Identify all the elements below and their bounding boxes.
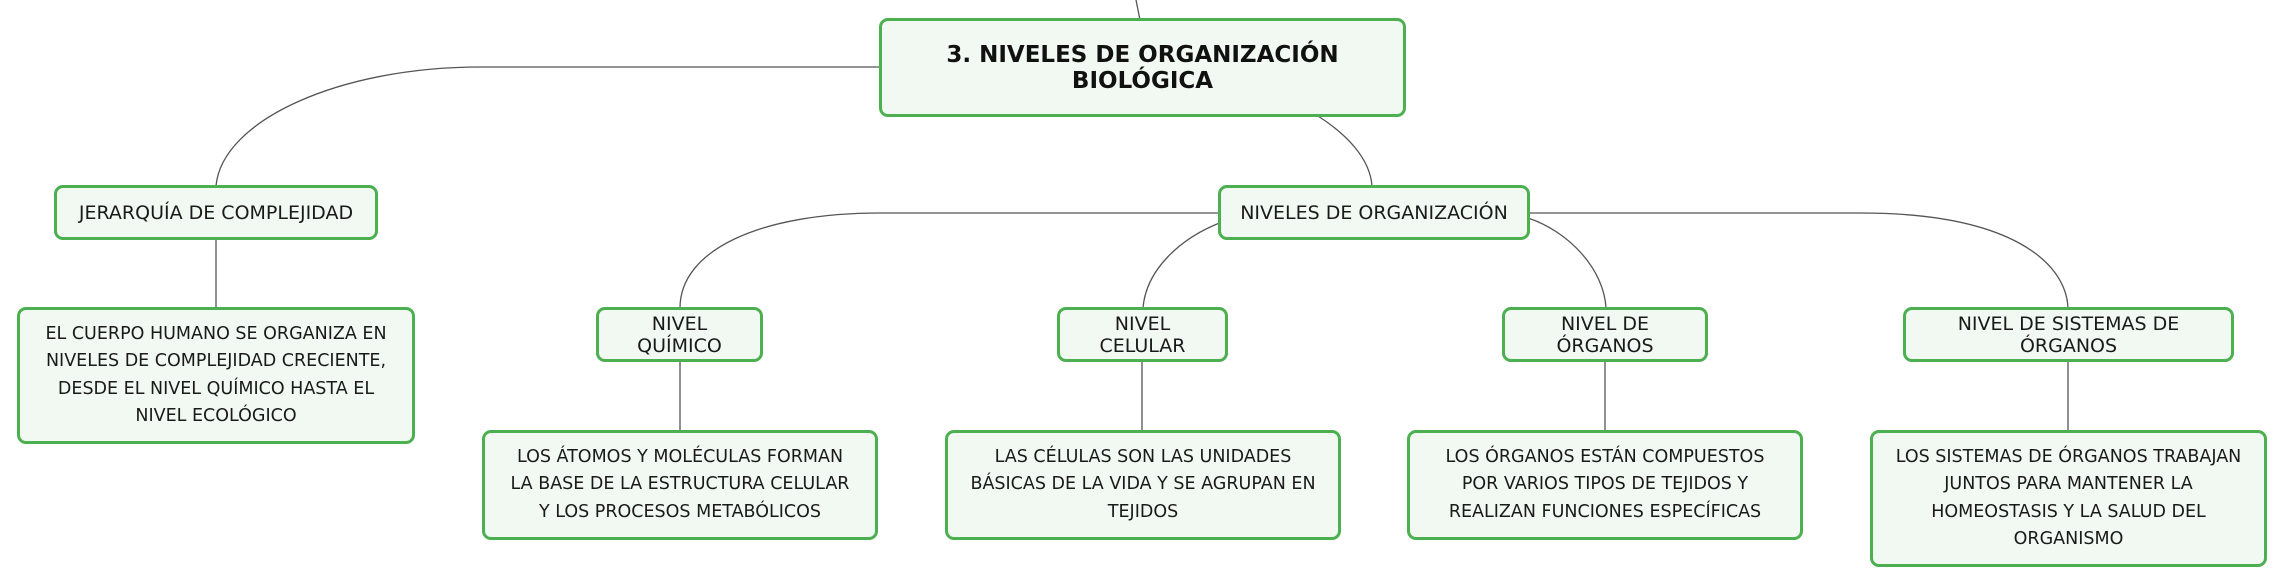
jerarquia-detail-node[interactable]: EL CUERPO HUMANO SE ORGANIZA EN NIVELES … (17, 307, 415, 444)
nivel-sistemas-detail-node[interactable]: LOS SISTEMAS DE ÓRGANOS TRABAJAN JUNTOS … (1870, 430, 2267, 567)
nivel-quimico-detail-node[interactable]: LOS ÁTOMOS Y MOLÉCULAS FORMAN LA BASE DE… (482, 430, 878, 540)
connector-niveles-to-organos (1527, 217, 1607, 309)
connector-parent-to-root (1135, 0, 1141, 21)
jerarquia-node[interactable]: JERARQUÍA DE COMPLEJIDAD (54, 185, 378, 240)
nivel-sistemas-label: NIVEL DE SISTEMAS DE ÓRGANOS (1957, 312, 2180, 357)
connector-niveles-to-sistemas (1530, 212, 2069, 309)
root-node[interactable]: 3. NIVELES DE ORGANIZACIÓN BIOLÓGICA (879, 18, 1406, 117)
niveles-node[interactable]: NIVELES DE ORGANIZACIÓN (1218, 185, 1530, 240)
niveles-node-label: NIVELES DE ORGANIZACIÓN (1240, 201, 1508, 224)
root-node-label: 3. NIVELES DE ORGANIZACIÓN BIOLÓGICA (946, 41, 1339, 94)
jerarquia-node-label: JERARQUÍA DE COMPLEJIDAD (78, 201, 354, 224)
nivel-sistemas-node[interactable]: NIVEL DE SISTEMAS DE ÓRGANOS (1903, 307, 2234, 362)
nivel-organos-label: NIVEL DE ÓRGANOS (1556, 312, 1654, 357)
connector-root-to-jerarquia (215, 66, 882, 187)
nivel-celular-detail-node[interactable]: LAS CÉLULAS SON LAS UNIDADES BÁSICAS DE … (945, 430, 1341, 540)
nivel-organos-detail-text: LOS ÓRGANOS ESTÁN COMPUESTOS POR VARIOS … (1445, 447, 1765, 522)
nivel-celular-detail-text: LAS CÉLULAS SON LAS UNIDADES BÁSICAS DE … (970, 447, 1316, 522)
nivel-quimico-detail-text: LOS ÁTOMOS Y MOLÉCULAS FORMAN LA BASE DE… (510, 447, 850, 522)
nivel-celular-label: NIVEL CELULAR (1099, 312, 1186, 357)
nivel-sistemas-detail-text: LOS SISTEMAS DE ÓRGANOS TRABAJAN JUNTOS … (1895, 447, 2242, 549)
nivel-celular-node[interactable]: NIVEL CELULAR (1057, 307, 1228, 362)
nivel-quimico-node[interactable]: NIVEL QUÍMICO (596, 307, 763, 362)
connector-root-to-niveles (1317, 115, 1373, 187)
connector-niveles-to-quimico (679, 212, 1220, 309)
jerarquia-detail-text: EL CUERPO HUMANO SE ORGANIZA EN NIVELES … (45, 324, 387, 426)
nivel-quimico-label: NIVEL QUÍMICO (637, 312, 722, 357)
nivel-organos-node[interactable]: NIVEL DE ÓRGANOS (1502, 307, 1708, 362)
connector-niveles-to-celular (1142, 221, 1223, 309)
nivel-organos-detail-node[interactable]: LOS ÓRGANOS ESTÁN COMPUESTOS POR VARIOS … (1407, 430, 1803, 540)
